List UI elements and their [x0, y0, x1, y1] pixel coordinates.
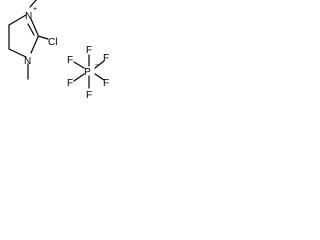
- atom-f-right-top: F: [103, 53, 109, 64]
- bond-p-f-right-top: [94, 60, 105, 69]
- bond-c2-cl: [37, 35, 49, 40]
- atom-f-bottom: F: [86, 90, 92, 101]
- bond-p-f-left-bottom: [73, 73, 85, 82]
- atom-f-right-bottom: F: [103, 78, 109, 89]
- bond-p-f-left-top: [73, 61, 85, 69]
- atom-n-bottom: N: [24, 56, 31, 67]
- bond-n3-c2: [30, 36, 39, 54]
- atom-f-top: F: [86, 45, 92, 56]
- bond-c5-n3: [8, 48, 27, 58]
- bond-n1-c2: [30, 18, 39, 36]
- bond-n1-c2-double: [27, 23, 35, 36]
- bond-p-f-right-bottom: [94, 73, 105, 81]
- charge-minus: −: [95, 62, 99, 69]
- bond-n1-methyl: [29, 0, 37, 8]
- bond-c4-n1: [8, 14, 27, 26]
- structure-canvas: N + N Cl P − F F F F F F: [0, 0, 114, 101]
- atom-f-left-top: F: [67, 55, 73, 66]
- atom-f-left-bottom: F: [67, 78, 73, 89]
- atom-p: P: [84, 67, 91, 78]
- charge-plus: +: [33, 6, 37, 13]
- atom-cl: Cl: [48, 37, 57, 48]
- chemical-structure-drawing: N + N Cl P − F F F F F F: [8, 0, 109, 101]
- atom-n-top: N: [25, 11, 32, 22]
